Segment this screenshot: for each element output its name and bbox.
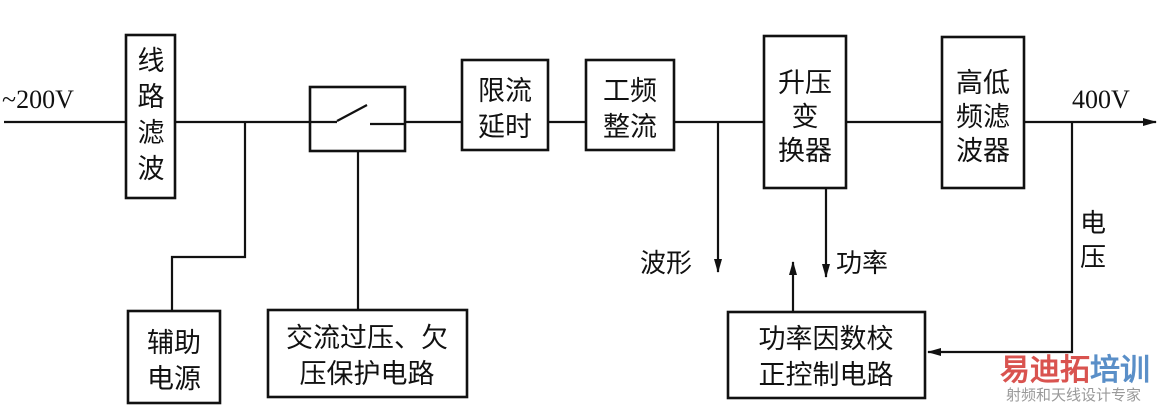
input-voltage-label: ~200V xyxy=(2,85,74,114)
block-text: 波 xyxy=(138,154,165,185)
line-filter-block: 线 路 滤 波 xyxy=(124,33,177,200)
block-text: 整流 xyxy=(603,112,657,143)
ac-protection-block: 交流过压、欠 压保护电路 xyxy=(266,308,469,399)
block-text: 电源 xyxy=(147,364,201,395)
output-voltage-label: 400V xyxy=(1072,85,1130,114)
voltage-label-1: 电 xyxy=(1080,209,1106,238)
watermark-brand-1: 易迪拓 xyxy=(1000,353,1090,388)
block-text: 波器 xyxy=(956,136,1010,167)
block-text: 延时 xyxy=(478,112,532,143)
block-text: 正控制电路 xyxy=(759,360,894,391)
block-text: 压保护电路 xyxy=(300,359,435,390)
block-text: 变 xyxy=(792,102,819,133)
wires xyxy=(4,118,1157,356)
switch-icon xyxy=(336,104,368,122)
voltage-label-2: 压 xyxy=(1080,243,1106,272)
aux-power-wire xyxy=(170,122,247,311)
block-text: 工频 xyxy=(603,76,657,107)
waveform-label: 波形 xyxy=(640,249,692,278)
block-text: 换器 xyxy=(778,136,832,167)
block-text: 高低 xyxy=(956,68,1010,99)
block-text: 线 xyxy=(138,46,165,77)
block-text: 功率因数校 xyxy=(759,324,894,355)
block-text: 辅助 xyxy=(147,328,201,359)
hl-filter-block: 高低 频滤 波器 xyxy=(940,35,1026,190)
watermark-brand-2: 培训 xyxy=(1090,353,1150,388)
power-label: 功率 xyxy=(836,249,888,278)
block-text: 滤 xyxy=(138,118,165,149)
watermark: 易迪拓 培训 射频和天线设计专家 xyxy=(1000,353,1150,404)
block-text: 限流 xyxy=(478,76,532,107)
block-text: 路 xyxy=(138,82,165,113)
aux-power-block: 辅助 电源 xyxy=(126,309,222,405)
current-limit-delay-block: 限流 延时 xyxy=(460,58,550,152)
voltage-feedback-arrow xyxy=(927,122,1074,356)
rectifier-block: 工频 整流 xyxy=(584,58,676,152)
block-text: 频滤 xyxy=(956,102,1010,133)
pfc-control-block: 功率因数校 正控制电路 xyxy=(726,310,927,400)
boost-converter-block: 升压 变 换器 xyxy=(762,34,848,190)
switch-block xyxy=(308,85,407,153)
watermark-tagline: 射频和天线设计专家 xyxy=(1006,386,1141,404)
block-text: 交流过压、欠 xyxy=(286,323,448,354)
block-text: 升压 xyxy=(778,68,832,99)
